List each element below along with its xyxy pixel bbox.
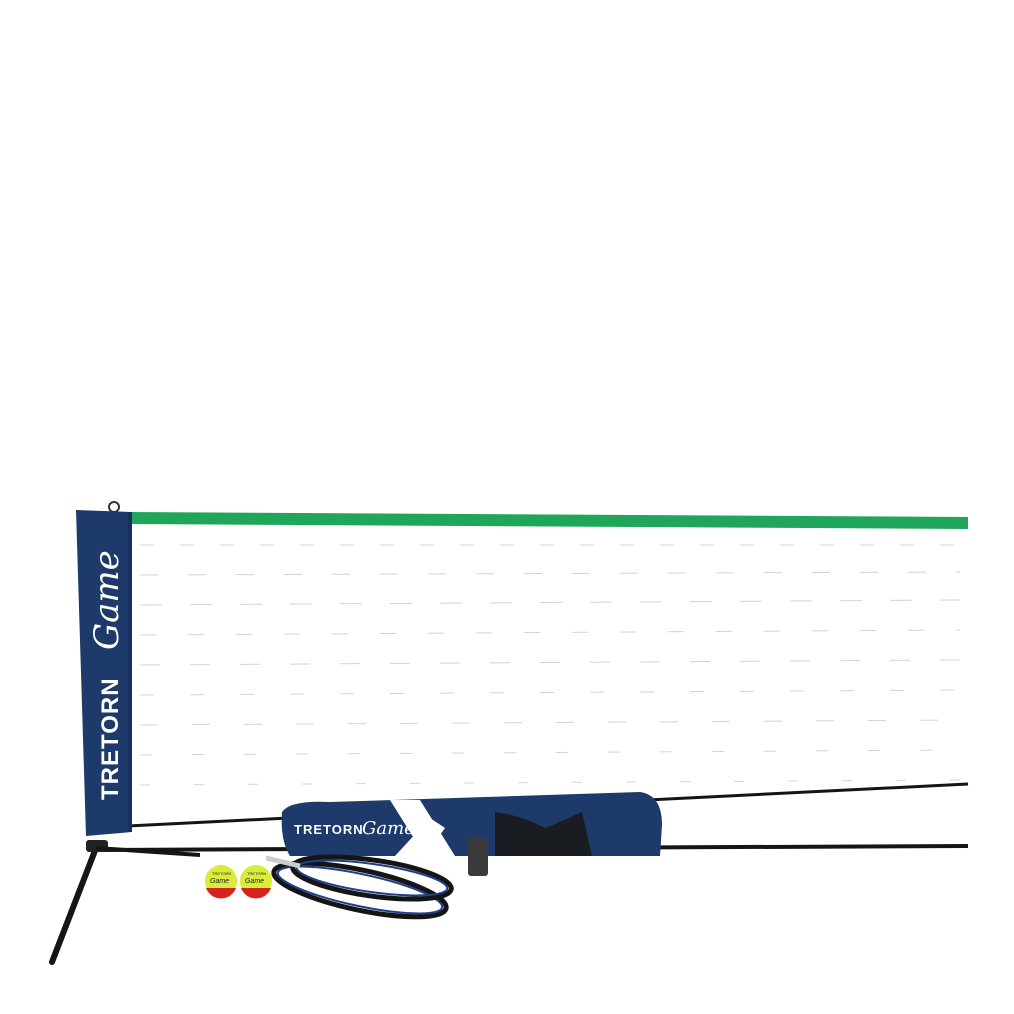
tennis-ball-1: TRETORN Game (205, 865, 237, 899)
svg-text:TRETORN: TRETORN (212, 871, 231, 876)
frame-leg (49, 840, 201, 965)
tennis-ball-2: TRETORN Game (240, 865, 272, 899)
rackets (265, 854, 454, 920)
bag-brand-text: TRETORN (294, 822, 364, 837)
bag-clip (468, 838, 488, 876)
svg-text:Game: Game (210, 878, 229, 885)
bag-script-text: Game (362, 818, 415, 839)
banner-script-text: Game (87, 550, 127, 650)
side-banner: TRETORN Game (76, 510, 132, 836)
carry-bag: TRETORN Game (281, 792, 662, 876)
svg-text:Game: Game (245, 878, 264, 885)
net-hook (108, 501, 120, 513)
net-mesh (139, 544, 961, 786)
svg-text:TRETORN: TRETORN (247, 871, 266, 876)
banner-brand-text: TRETORN (97, 677, 124, 800)
net-top-tape (118, 512, 968, 529)
